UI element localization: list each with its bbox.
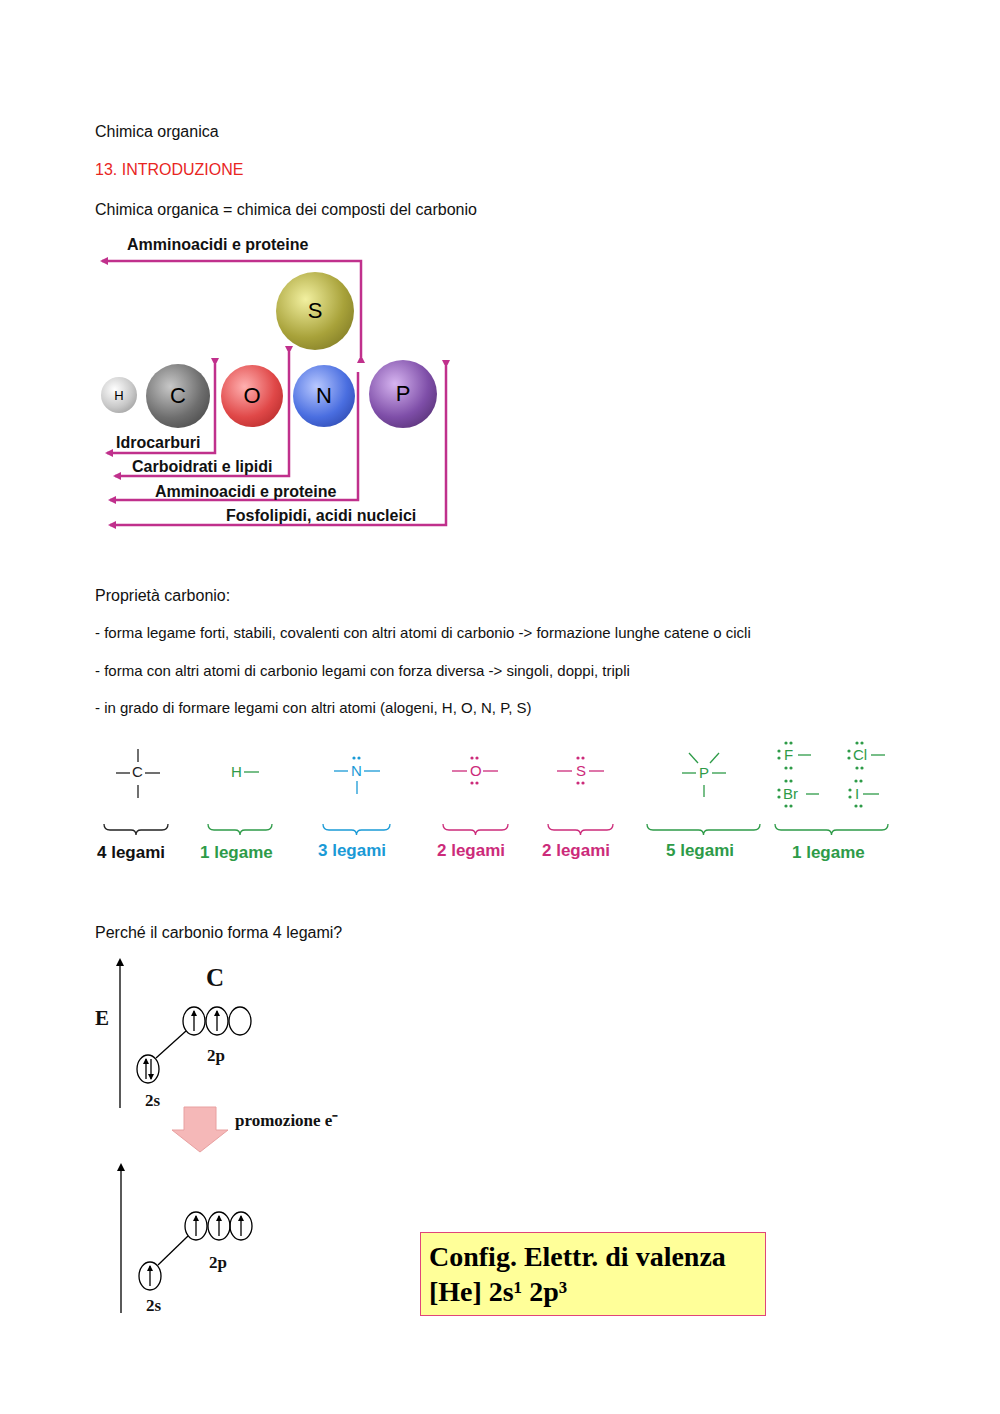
category-label: Idrocarburi <box>116 433 200 452</box>
atom-letter: C <box>170 383 186 409</box>
atom-circle: P <box>369 360 437 428</box>
brace <box>647 824 760 835</box>
atom-letter: N <box>316 383 332 409</box>
pink-arrows <box>102 261 446 525</box>
axis-label: E <box>95 1006 109 1031</box>
promotion-arrow <box>172 1107 228 1152</box>
lone-pairs <box>352 741 863 807</box>
atom-symbol: S <box>576 762 586 780</box>
atom-symbol: N <box>351 762 362 780</box>
brace <box>775 824 888 835</box>
bullet-text: - forma con altri atomi di carbonio lega… <box>95 662 630 680</box>
atom-symbol: C <box>132 763 143 781</box>
bond-count: 4 legami <box>97 843 165 863</box>
section-heading: 13. INTRODUZIONE <box>95 160 243 179</box>
category-label: Carboidrati e lipidi <box>132 457 272 476</box>
atom-circle: O <box>221 365 283 427</box>
bullet-text: - forma legame forti, stabili, covalenti… <box>95 624 751 642</box>
orbital-diagram <box>120 960 252 1313</box>
atom-symbol: Cl <box>853 746 867 764</box>
bond-count: 2 legami <box>437 841 505 861</box>
category-label: Amminoacidi e proteine <box>155 482 336 501</box>
brace <box>104 824 168 835</box>
atom-letter: P <box>396 381 411 407</box>
page-header: Chimica organica <box>95 122 219 141</box>
brace <box>548 824 613 835</box>
bond-count: 1 legame <box>200 843 273 863</box>
bond-count: 1 legame <box>792 843 865 863</box>
orbital-label: 2p <box>207 1046 225 1066</box>
category-label: Fosfolipidi, acidi nucleici <box>226 506 416 525</box>
element-symbol: C <box>206 963 224 993</box>
atom-circle: H <box>101 377 137 413</box>
bond-count: 5 legami <box>666 841 734 861</box>
orbital-label: 2s <box>146 1296 161 1316</box>
subheading: Proprietà carbonio: <box>95 586 230 605</box>
atom-circle: N <box>293 365 355 427</box>
atom-letter: S <box>308 298 323 324</box>
atom-symbol: I <box>855 785 859 803</box>
atom-letter: O <box>243 383 260 409</box>
braces <box>104 824 888 835</box>
config-text: Config. Elettr. di valenza [He] 2s¹ 2p³ <box>429 1239 757 1309</box>
bond-lines <box>116 749 885 798</box>
brace <box>443 824 508 835</box>
config-box: Config. Elettr. di valenza [He] 2s¹ 2p³ <box>420 1232 766 1316</box>
atom-letter: H <box>114 388 123 403</box>
definition: Chimica organica = chimica dei composti … <box>95 200 477 219</box>
atom-circle: S <box>276 272 354 350</box>
atom-symbol: P <box>699 764 709 782</box>
bond-count: 3 legami <box>318 841 386 861</box>
atom-symbol: O <box>470 762 482 780</box>
step-label: promozione e⁻ <box>235 1111 338 1131</box>
bond-count: 2 legami <box>542 841 610 861</box>
atom-circle: C <box>146 364 210 428</box>
category-label: Amminoacidi e proteine <box>127 235 308 254</box>
bullet-text: - in grado di formare legami con altri a… <box>95 699 532 717</box>
orbital-label: 2p <box>209 1253 227 1273</box>
brace <box>208 824 272 835</box>
atom-symbol: F <box>784 746 793 764</box>
atom-symbol: H <box>231 763 242 781</box>
orbital-label: 2s <box>145 1091 160 1111</box>
atom-symbol: Br <box>783 785 798 803</box>
question: Perché il carbonio forma 4 legami? <box>95 923 342 942</box>
brace <box>323 824 390 835</box>
